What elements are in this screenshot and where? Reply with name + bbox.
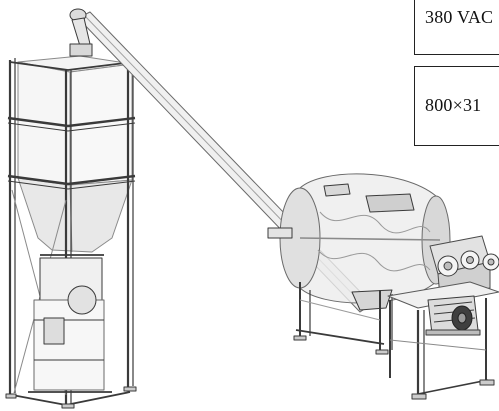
storage-silo: [5, 55, 137, 409]
voltage-spec-text: 380 VAC: [425, 7, 494, 27]
dimension-spec-text: 800×31: [425, 95, 482, 115]
support-frame: [387, 281, 499, 400]
voltage-spec-box: 380 VAC: [414, 0, 499, 55]
drive-motor: [425, 295, 481, 336]
ribbon-mixer: [267, 173, 451, 355]
dimension-spec-box: 800×31: [414, 66, 499, 146]
